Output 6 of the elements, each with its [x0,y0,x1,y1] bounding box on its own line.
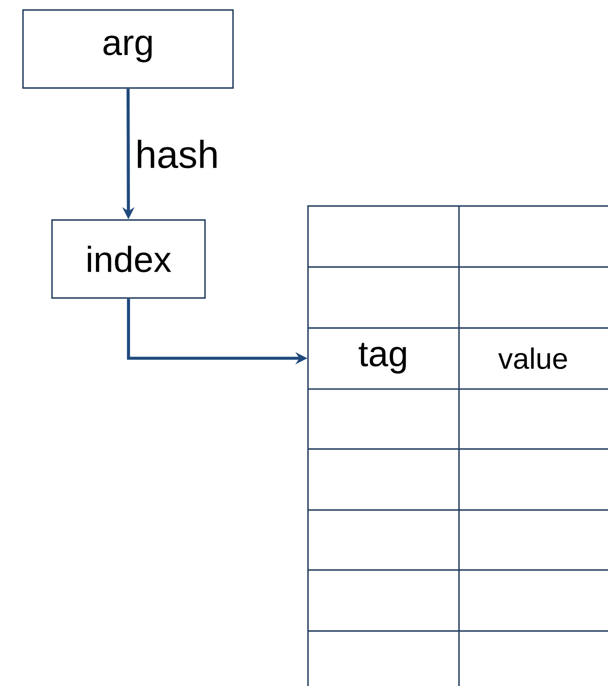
table-cell: tag [358,342,406,374]
text-box: arg [22,9,234,89]
text-box: index [51,219,206,299]
table-cell: value [498,347,567,370]
table [307,205,608,686]
edge-label: hash [138,140,216,168]
